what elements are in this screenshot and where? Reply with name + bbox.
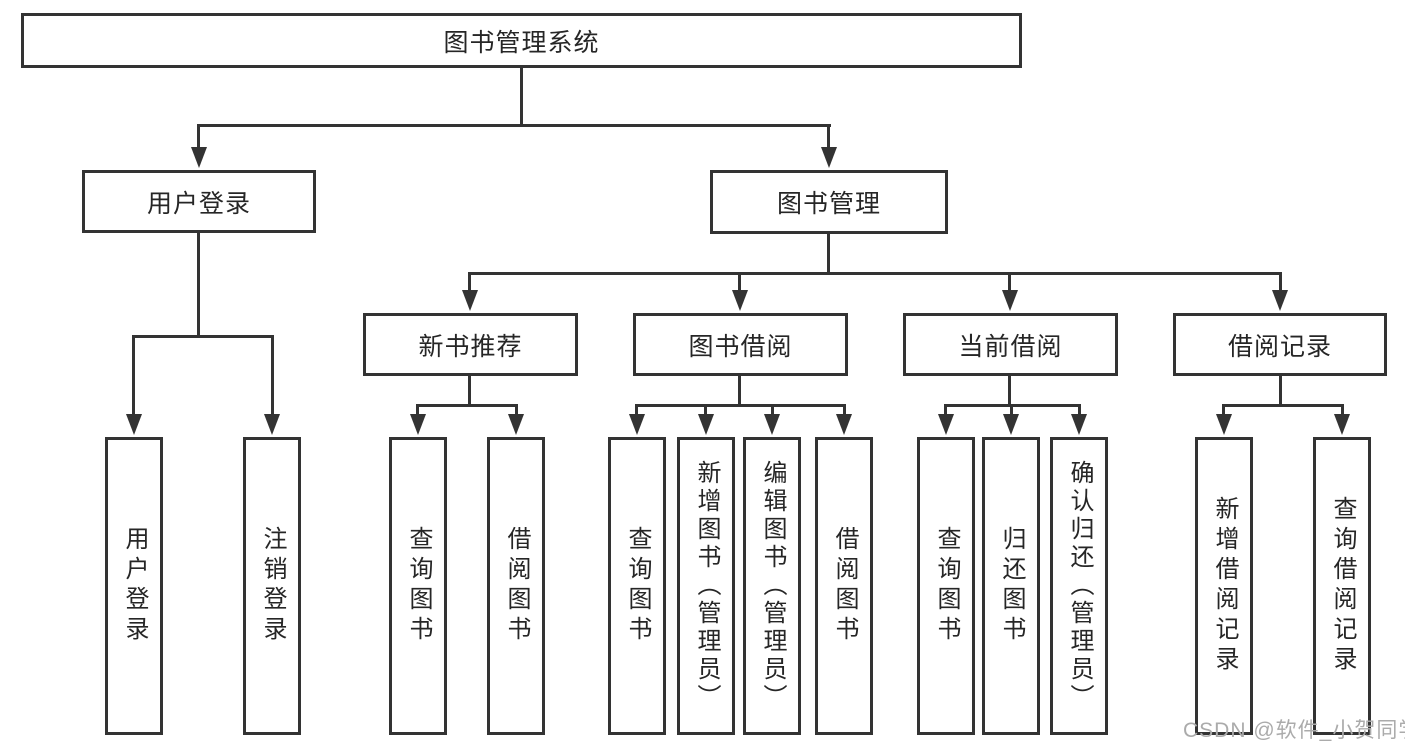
arrow-down-icon [938, 414, 954, 435]
connector-line [515, 404, 518, 417]
arrow-down-icon [1002, 290, 1018, 311]
node-label: 新书推荐 [418, 332, 523, 361]
connector-line [1008, 272, 1011, 293]
leaf-query-books-current: 查询图书 [917, 437, 975, 735]
arrow-down-icon [732, 290, 748, 311]
connector-line [416, 404, 518, 407]
node-user-login: 用户登录 [82, 170, 316, 233]
connector-line [132, 335, 274, 338]
connector-line [468, 272, 471, 293]
leaf-logout: 注销登录 [243, 437, 301, 735]
arrow-down-icon [1216, 414, 1232, 435]
connector-line [944, 404, 947, 417]
node-label: 注销登录 [259, 526, 286, 646]
node-label: 用户登录 [121, 526, 148, 646]
node-label: 查询借阅记录 [1329, 496, 1356, 676]
arrow-down-icon [698, 414, 714, 435]
leaf-borrow-books: 借阅图书 [815, 437, 873, 735]
node-root: 图书管理系统 [21, 13, 1022, 68]
arrow-down-icon [764, 414, 780, 435]
connector-line [416, 404, 419, 417]
node-label: 查询图书 [405, 526, 432, 646]
node-book-management: 图书管理 [710, 170, 948, 234]
connector-line [132, 335, 135, 417]
node-label: 借阅记录 [1227, 332, 1332, 361]
arrow-down-icon [462, 290, 478, 311]
arrow-down-icon [126, 414, 142, 435]
connector-line [635, 404, 846, 407]
node-label: 新增图书（管理员） [693, 460, 720, 712]
connector-line [197, 233, 200, 338]
node-new-book-recommend: 新书推荐 [363, 313, 578, 376]
connector-line [843, 404, 846, 417]
leaf-query-borrow-record: 查询借阅记录 [1313, 437, 1371, 735]
connector-line [1078, 404, 1081, 417]
node-label: 新增借阅记录 [1211, 496, 1238, 676]
connector-line [1222, 404, 1225, 417]
connector-line [271, 335, 274, 417]
arrow-down-icon [1272, 290, 1288, 311]
arrow-down-icon [508, 414, 524, 435]
connector-line [1279, 272, 1282, 293]
connector-line [827, 124, 830, 150]
node-label: 查询图书 [624, 526, 651, 646]
connector-line [738, 376, 741, 407]
connector-line [1341, 404, 1344, 417]
node-label: 当前借阅 [958, 332, 1063, 361]
leaf-add-book-admin: 新增图书（管理员） [677, 437, 735, 735]
node-label: 图书管理系统 [443, 28, 600, 57]
leaf-return-book: 归还图书 [982, 437, 1040, 735]
connector-line [771, 404, 774, 417]
connector-line [1008, 376, 1011, 407]
arrow-down-icon [836, 414, 852, 435]
node-borrow-records: 借阅记录 [1173, 313, 1387, 376]
connector-line [827, 234, 830, 275]
arrow-down-icon [1003, 414, 1019, 435]
arrow-down-icon [1334, 414, 1350, 435]
leaf-query-books-recommend: 查询图书 [389, 437, 447, 735]
node-label: 编辑图书（管理员） [759, 460, 786, 712]
connector-line [197, 124, 831, 127]
node-label: 归还图书 [998, 526, 1025, 646]
leaf-query-books-borrow: 查询图书 [608, 437, 666, 735]
node-label: 图书管理 [776, 190, 881, 218]
node-book-borrow: 图书借阅 [633, 313, 848, 376]
arrow-down-icon [629, 414, 645, 435]
connector-line [197, 124, 200, 150]
node-label: 图书借阅 [688, 332, 793, 361]
connector-line [1010, 404, 1013, 417]
connector-line [738, 272, 741, 293]
connector-line [635, 404, 638, 417]
node-label: 借阅图书 [503, 526, 530, 646]
connector-line [1279, 376, 1282, 407]
node-current-borrow: 当前借阅 [903, 313, 1118, 376]
node-label: 用户登录 [146, 189, 251, 218]
node-label: 查询图书 [933, 526, 960, 646]
arrow-down-icon [410, 414, 426, 435]
leaf-edit-book-admin: 编辑图书（管理员） [743, 437, 801, 735]
leaf-add-borrow-record: 新增借阅记录 [1195, 437, 1253, 735]
leaf-borrow-books-recommend: 借阅图书 [487, 437, 545, 735]
connector-line [468, 376, 471, 407]
arrow-down-icon [821, 147, 837, 168]
arrow-down-icon [264, 414, 280, 435]
connector-line [1222, 404, 1344, 407]
arrow-down-icon [1071, 414, 1087, 435]
leaf-user-login: 用户登录 [105, 437, 163, 735]
leaf-confirm-return-admin: 确认归还（管理员） [1050, 437, 1108, 735]
node-label: 借阅图书 [831, 526, 858, 646]
connector-line [468, 272, 1282, 275]
csdn-watermark: CSDN @软件_小贺同学 [1183, 719, 1405, 742]
connector-line [520, 68, 523, 126]
connector-line [704, 404, 707, 417]
arrow-down-icon [191, 147, 207, 168]
node-label: 确认归还（管理员） [1066, 460, 1093, 712]
